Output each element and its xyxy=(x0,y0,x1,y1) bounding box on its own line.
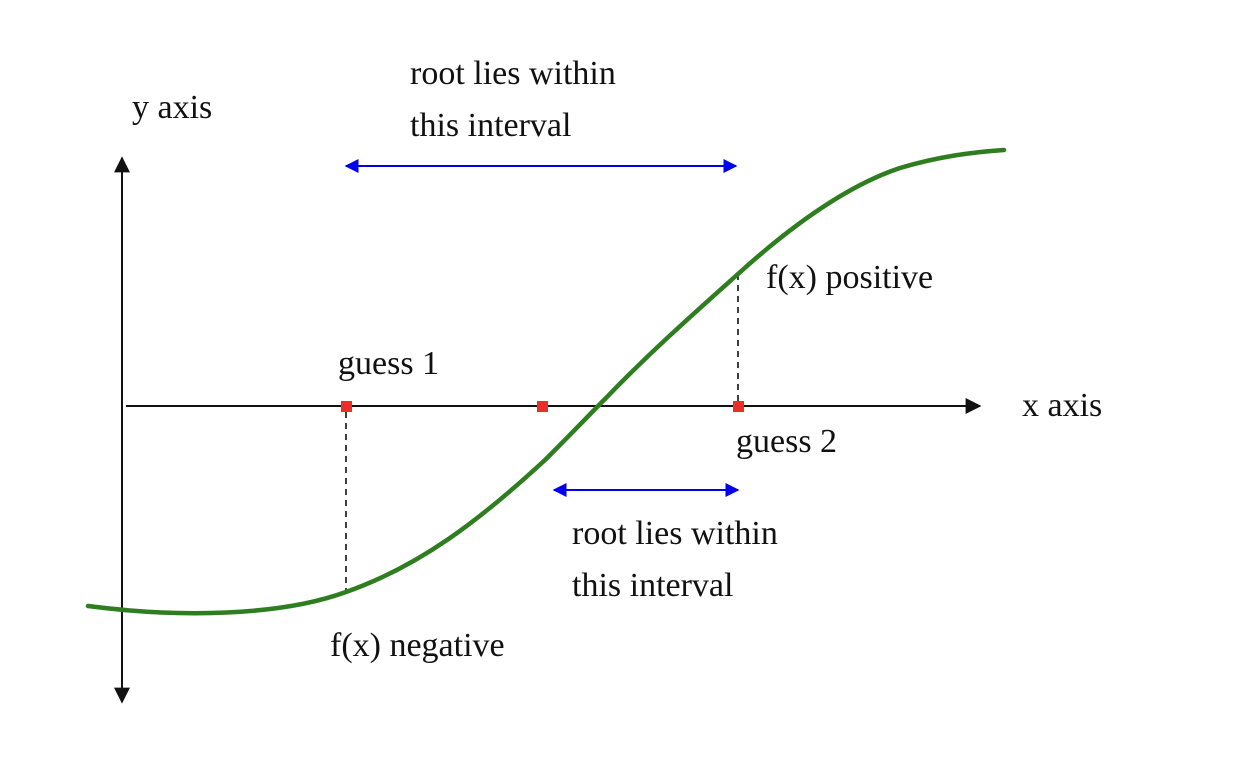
top-interval-label-line-1: root lies within xyxy=(410,55,616,92)
midpoint-guess-point xyxy=(537,401,548,412)
bottom-interval-label-line-2: this interval xyxy=(572,567,734,604)
fx-positive-label: f(x) positive xyxy=(766,259,934,296)
guess-2-point xyxy=(733,401,744,412)
function-curve xyxy=(85,147,1007,616)
y-axis-label: y axis xyxy=(132,89,213,126)
fx-negative-label: f(x) negative xyxy=(330,627,505,664)
top-interval-label-line-2: this interval xyxy=(410,107,572,144)
guess-2-label: guess 2 xyxy=(736,423,838,460)
x-axis-label: x axis xyxy=(1022,387,1103,424)
guess-1-label: guess 1 xyxy=(338,345,440,382)
guess-1-point xyxy=(341,401,352,412)
bottom-interval-label-line-1: root lies within xyxy=(572,515,778,552)
